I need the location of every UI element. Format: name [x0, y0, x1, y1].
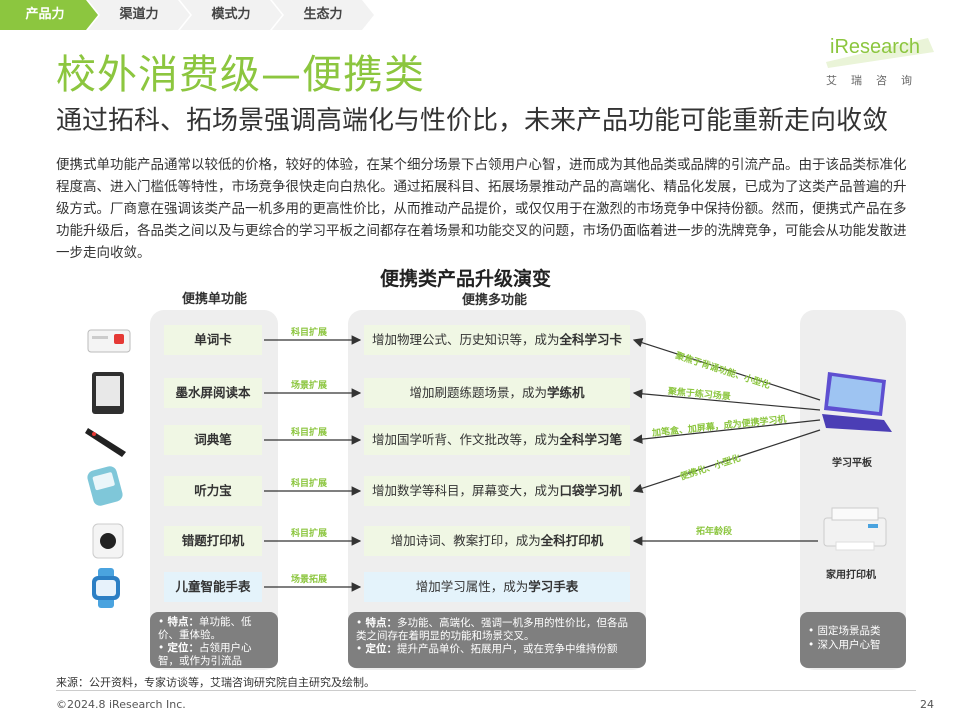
multi-text: 增加学习属性，成为 — [415, 579, 529, 594]
multi-note-line-1: • 特点：多功能、高端化、强调一机多用的性价比，但各品类之间存在着明显的功能和场… — [356, 617, 629, 642]
note-key: 定位： — [167, 642, 200, 654]
right-note-line-2: • 深入用户心智 — [808, 639, 881, 651]
tablet-label: 学习平板 — [832, 458, 872, 469]
footer-divider — [56, 690, 916, 691]
edge-label-6: 场景拓展 — [291, 575, 328, 585]
note-value: 占领用户心智，或作为引流品 — [158, 642, 252, 667]
tablet-arrow-4 — [632, 429, 821, 493]
iresearch-logo: iResearch 艾瑞咨询 — [820, 32, 938, 92]
logo-cn: 艾瑞咨询 — [826, 74, 926, 87]
diagram-title: 便携类产品升级演变 — [380, 268, 552, 290]
multi-text: 增加国学听背、作文批改等，成为 — [371, 432, 560, 447]
single-note-line-1: • 特点：单功能、低价、重体验。 — [158, 616, 252, 641]
single-box-dictionary-pen: 词典笔 — [164, 425, 262, 455]
multi-text: 增加数学等科目，屏幕变大，成为 — [371, 483, 560, 498]
multi-highlight: 口袋学习机 — [559, 483, 623, 498]
page-title: 校外消费级—便携类 — [56, 52, 425, 98]
printer-label: 家用打印机 — [826, 570, 876, 581]
single-box-word-card: 单词卡 — [164, 325, 262, 355]
edge-label-3: 科目扩展 — [291, 428, 328, 438]
multi-highlight: 全科学习卡 — [559, 332, 623, 347]
nav-background — [0, 0, 374, 30]
note-value: 提升产品单价、拓展用户，或在竞争中维持份额 — [397, 643, 618, 655]
top-nav: 产品力 渠道力 模式力 生态力 — [0, 0, 400, 30]
single-box-e-reader: 墨水屏阅读本 — [164, 378, 262, 408]
edge-label-1: 科目扩展 — [291, 328, 328, 338]
multi-highlight: 全科学习笔 — [559, 432, 623, 447]
intro-paragraph: 便携式单功能产品通常以较低的价格，较好的体验，在某个细分场景下占领用户心智，进而… — [56, 157, 907, 261]
multi-box-printer: 增加诗词、教案打印，成为全科打印机 — [364, 526, 630, 556]
tablet-arrow-2 — [632, 388, 821, 411]
note-value: 深入用户心智 — [817, 639, 881, 651]
tab-product[interactable]: 产品力 — [25, 7, 65, 22]
note-key: 特点： — [365, 617, 398, 629]
mini-printer-icon — [92, 523, 124, 559]
note-value: 固定场景品类 — [817, 625, 881, 637]
edge-label-2: 场景扩展 — [291, 381, 328, 391]
note-key: 定位： — [365, 643, 398, 655]
multi-highlight: 学习手表 — [528, 579, 579, 594]
source-note: 来源：公开资料，专家访谈等，艾瑞咨询研究院自主研究及绘制。 — [56, 676, 375, 689]
multi-box-word-card: 增加物理公式、历史知识等，成为全科学习卡 — [364, 325, 630, 355]
right-note-line-1: • 固定场景品类 — [808, 625, 881, 637]
smartwatch-icon — [92, 568, 120, 608]
right-edge-label-5: 拓年龄段 — [696, 527, 733, 537]
note-value: 多功能、高端化、强调一机多用的性价比，但各品类之间存在着明显的功能和场景交叉。 — [356, 617, 629, 642]
tablet-arrow-3 — [632, 419, 821, 444]
home-printer-icon — [823, 507, 887, 551]
device-panel — [800, 310, 906, 670]
multi-note-line-2: • 定位：提升产品单价、拓展用户，或在竞争中维持份额 — [356, 643, 618, 655]
tab-ecosystem[interactable]: 生态力 — [303, 7, 343, 22]
multi-text: 增加物理公式、历史知识等，成为 — [371, 332, 560, 347]
right-note: • 固定场景品类 • 深入用户心智 — [800, 612, 906, 668]
tab-channel[interactable]: 渠道力 — [119, 7, 159, 22]
tablet-arrow-1 — [632, 338, 821, 401]
single-box-watch: 儿童智能手表 — [164, 572, 262, 602]
e-reader-icon — [92, 372, 124, 414]
logo-swoosh-icon — [826, 38, 934, 68]
note-key: 特点： — [167, 616, 200, 628]
single-note-line-2: • 定位：占领用户心智，或作为引流品 — [158, 642, 252, 667]
listening-device-icon — [87, 466, 123, 506]
dictionary-pen-icon — [85, 428, 126, 457]
learning-tablet-icon — [822, 372, 892, 432]
multi-text: 增加刷题练题场景，成为 — [409, 385, 547, 400]
page-subtitle: 通过拓科、拓场景强调高端化与性价比，未来产品功能可能重新走向收敛 — [56, 106, 889, 136]
multi-box-dictionary-pen: 增加国学听背、作文批改等，成为全科学习笔 — [364, 425, 630, 455]
edge-label-5: 科目扩展 — [291, 529, 328, 539]
multi-note: • 特点：多功能、高端化、强调一机多用的性价比，但各品类之间存在着明显的功能和场… — [348, 612, 646, 668]
multi-highlight: 全科打印机 — [540, 533, 604, 548]
tab-model[interactable]: 模式力 — [211, 7, 251, 22]
edge-label-4: 科目扩展 — [291, 479, 328, 489]
single-note: • 特点：单功能、低价、重体验。 • 定位：占领用户心智，或作为引流品 — [150, 612, 278, 668]
single-column-head: 便携单功能 — [182, 292, 248, 307]
single-box-listening: 听力宝 — [164, 476, 262, 506]
multi-column-head: 便携多功能 — [462, 293, 528, 308]
multi-box-watch: 增加学习属性，成为学习手表 — [364, 572, 630, 602]
multi-text: 增加诗词、教案打印，成为 — [390, 533, 541, 548]
multi-highlight: 学练机 — [547, 385, 585, 400]
page-number: 24 — [920, 698, 934, 711]
multi-box-listening: 增加数学等科目，屏幕变大，成为口袋学习机 — [364, 476, 630, 506]
logo-brand: iResearch — [830, 36, 921, 58]
single-box-printer: 错题打印机 — [164, 526, 262, 556]
word-card-icon — [87, 329, 131, 353]
copyright: ©2024.8 iResearch Inc. — [56, 698, 186, 711]
multi-box-e-reader: 增加刷题练题场景，成为学练机 — [364, 378, 630, 408]
note-value: 单功能、低价、重体验。 — [158, 616, 252, 641]
